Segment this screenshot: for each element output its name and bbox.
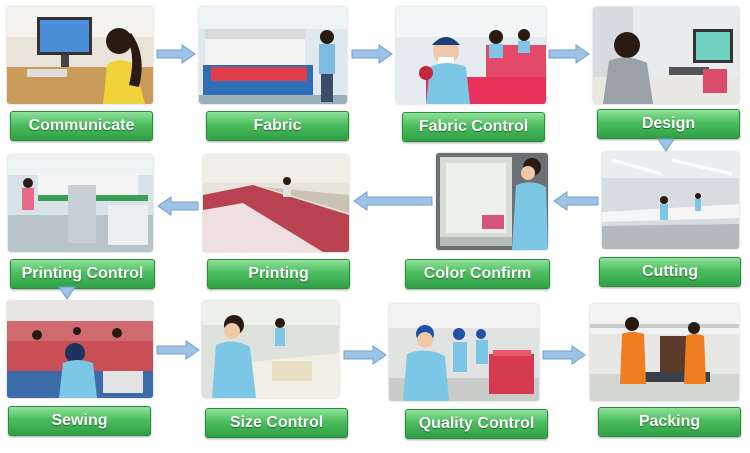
down-arrow-icon: [657, 138, 675, 152]
right-arrow-icon: [351, 44, 393, 64]
step-label-sewing: Sewing: [8, 406, 151, 436]
photo-printing: [203, 155, 349, 252]
step-label-design: Design: [597, 109, 740, 139]
photo-printing-control: [8, 155, 153, 252]
left-arrow-icon: [157, 196, 199, 216]
step-label-fabric-control: Fabric Control: [402, 112, 545, 142]
photo-design: [593, 7, 739, 104]
step-label-cutting: Cutting: [599, 257, 741, 287]
step-label-color-confirm: Color Confirm: [405, 259, 550, 289]
photo-sewing: [7, 301, 153, 398]
left-arrow-icon: [353, 191, 433, 211]
step-label-quality-control: Quality Control: [405, 409, 548, 439]
right-arrow-icon: [156, 340, 200, 360]
right-arrow-icon: [343, 345, 387, 365]
step-label-packing: Packing: [598, 407, 741, 437]
step-label-printing: Printing: [207, 259, 350, 289]
step-label-size-control: Size Control: [205, 408, 348, 438]
photo-size-control: [202, 301, 339, 398]
right-arrow-icon: [156, 44, 196, 64]
left-arrow-icon: [553, 191, 599, 211]
step-label-communicate: Communicate: [10, 111, 153, 141]
photo-cutting: [602, 152, 739, 249]
photo-communicate: [7, 7, 153, 104]
right-arrow-icon: [542, 345, 586, 365]
photo-packing: [590, 304, 739, 401]
step-label-fabric: Fabric: [206, 111, 349, 141]
photo-fabric-control: [396, 7, 546, 104]
right-arrow-icon: [548, 44, 590, 64]
photo-quality-control: [389, 304, 539, 401]
down-arrow-icon: [58, 286, 76, 300]
photo-color-confirm: [436, 153, 548, 250]
step-label-printing-control: Printing Control: [10, 259, 155, 289]
photo-fabric: [199, 7, 347, 104]
